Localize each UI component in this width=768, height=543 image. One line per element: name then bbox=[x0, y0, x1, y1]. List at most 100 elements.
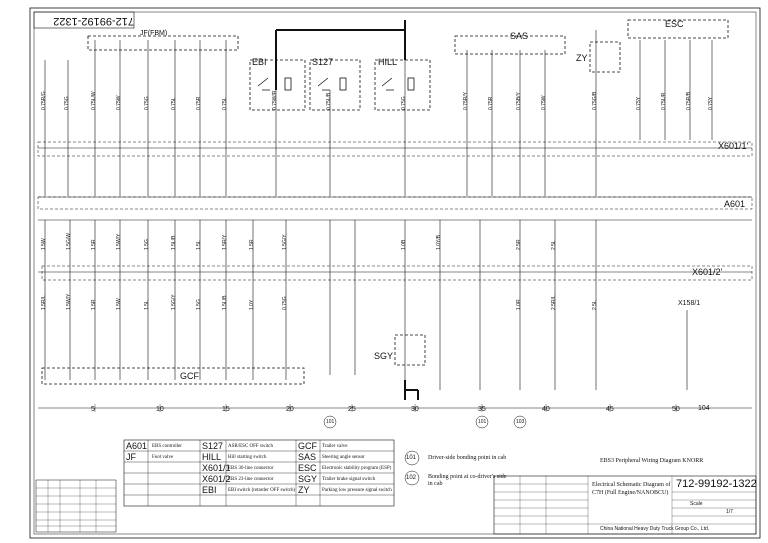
low-wire-label: 1.0R bbox=[516, 299, 522, 310]
ruler-number: 30 bbox=[411, 406, 419, 413]
subtitle: Electrical Schematic Diagram of C7H (Ful… bbox=[592, 482, 671, 496]
zy-label: ZY bbox=[576, 53, 588, 63]
top-wire-label: 0.75W/R bbox=[272, 90, 278, 110]
legend-desc-x601-1: EBS 36-line connector bbox=[228, 466, 274, 471]
ruler-number: 50 bbox=[672, 406, 680, 413]
top-wire-label: 0.75R/Y bbox=[463, 91, 469, 110]
top-wire-label: 0.75L/B bbox=[326, 92, 332, 110]
top-wire-label: 0.75W bbox=[116, 95, 122, 110]
bonding-102-id: 102 bbox=[406, 475, 417, 481]
top-wire-label: 0.75G bbox=[401, 96, 407, 110]
mid-wire-label: 1.5L/B bbox=[171, 235, 177, 250]
low-wire-label: 1.5R bbox=[91, 299, 97, 310]
low-wire-label: 1.5W/Y bbox=[66, 293, 72, 310]
legend-desc-hill: Hill starting switch bbox=[228, 455, 267, 460]
legend-code-s127: S127 bbox=[202, 441, 224, 451]
marker-101-a: 101 bbox=[326, 419, 335, 425]
marker-101-b: 101 bbox=[478, 419, 487, 425]
legend-desc-jf: Foot valve bbox=[152, 455, 174, 460]
title: EBS3 Peripheral Wiring Diagram KNORR bbox=[600, 458, 704, 464]
top-wire-label: 0.75R/G bbox=[41, 91, 47, 110]
low-wire-label: 0.75G bbox=[282, 296, 288, 310]
legend-desc-a601: EBS controller bbox=[152, 444, 182, 449]
x601-2-label: X601/2' bbox=[692, 267, 723, 277]
x601-1-label: X601/1' bbox=[718, 141, 749, 151]
legend-desc-sgy: Trailer brake signal switch bbox=[322, 477, 376, 482]
mid-wire-label: 1.0Y/B bbox=[436, 234, 442, 250]
s127-label: S127 bbox=[312, 57, 334, 67]
low-wire-label: 2.5R/L bbox=[551, 295, 557, 310]
top-wire-label: 0.75W bbox=[541, 95, 547, 110]
mid-wire-label: 2.5R bbox=[516, 239, 522, 250]
marker-104: 104 bbox=[698, 405, 710, 412]
top-wire-label: 0.75L/W bbox=[91, 91, 97, 110]
top-wire-label: 0.75R/B bbox=[686, 91, 692, 110]
top-wire-label: 0.75L bbox=[171, 97, 177, 110]
top-wire-label: 0.75Y bbox=[708, 96, 714, 110]
ruler-number: 10 bbox=[156, 406, 164, 413]
legend-code-gcf: GCF bbox=[298, 441, 317, 451]
mid-wire-label: 1.5G/W bbox=[66, 233, 72, 250]
legend-desc-s127: ASR/ESC OFF switch bbox=[228, 444, 274, 449]
mid-wire-label: 1.5W/Y bbox=[116, 233, 122, 250]
mid-wire-label: 1.5R bbox=[249, 239, 255, 250]
mid-wire-label: 1.5W bbox=[41, 238, 47, 250]
legend-code-hill: HILL bbox=[202, 452, 222, 462]
esc-label: ESC bbox=[665, 19, 684, 29]
top-wire-label: 0.75L/R bbox=[661, 92, 667, 110]
low-wire-label: 1.5R/L bbox=[41, 295, 47, 310]
legend-desc-esc: Electronic stability program (ESP) bbox=[322, 466, 392, 471]
legend-code-jf: JF bbox=[126, 452, 136, 462]
bonding-101-text: Driver-side bonding point in cab bbox=[428, 455, 507, 461]
legend-desc-zy: Parking low pressure signal switch bbox=[322, 488, 392, 493]
legend-code-zy: ZY bbox=[298, 485, 310, 495]
legend-desc-sas: Steering angle sensor bbox=[322, 455, 365, 460]
top-wire-label: 0.75R bbox=[488, 96, 494, 110]
legend-code-x601-2: X601/2 bbox=[202, 474, 231, 484]
x158-label: X158/1 bbox=[678, 300, 701, 307]
bonding-102-text: Bonding point at co-driver's side in cab bbox=[428, 474, 507, 488]
low-wire-label: 1.5G bbox=[196, 299, 202, 310]
legend-desc-x601-2: EBS 23-line connector bbox=[228, 477, 274, 482]
top-wire-label: 0.75L bbox=[222, 97, 228, 110]
sgy-label: SGY bbox=[374, 351, 394, 361]
legend-desc-ebi: EBI switch (retarder OFF switch) bbox=[228, 488, 296, 493]
gcf-label: GCF bbox=[180, 371, 199, 381]
low-wire-label: 1.0Y bbox=[249, 299, 255, 310]
scale-label: Scale bbox=[690, 501, 703, 507]
mid-wire-label: 1.5G/Y bbox=[282, 234, 288, 250]
ebi-label: EBI bbox=[252, 57, 267, 67]
hill-label: HILL bbox=[378, 57, 398, 67]
legend-code-sgy: SGY bbox=[298, 474, 318, 484]
low-wire-label: 1.5L bbox=[144, 300, 150, 310]
company-name: China National Heavy Duty Truck Group Co… bbox=[600, 526, 710, 532]
ruler-number: 15 bbox=[222, 406, 230, 413]
top-drawing-number: 712-99192-1322 bbox=[53, 15, 134, 27]
top-wire-label: 0.75G bbox=[144, 96, 150, 110]
ruler-number: 20 bbox=[286, 406, 294, 413]
top-wire-label: 0.75Y bbox=[636, 96, 642, 110]
legend-code-ebi: EBI bbox=[202, 485, 217, 495]
legend-code-x601-1: X601/1 bbox=[202, 463, 231, 473]
legend-code-esc: ESC bbox=[298, 463, 317, 473]
mid-wire-label: 1.0B bbox=[401, 239, 407, 250]
ruler-number: 45 bbox=[606, 406, 614, 413]
ruler-number: 5 bbox=[91, 406, 95, 413]
mid-wire-label: 1.5R/Y bbox=[222, 234, 228, 250]
low-wire-label: 1.5W bbox=[116, 298, 122, 310]
ruler-number: 25 bbox=[348, 406, 356, 413]
top-wire-label: 0.75G bbox=[64, 96, 70, 110]
legend-desc-gcf: Trailer valve bbox=[322, 444, 348, 449]
mid-wire-label: 1.5L bbox=[196, 240, 202, 250]
top-wire-label: 0.75B/Y bbox=[516, 92, 522, 110]
bonding-101-id: 101 bbox=[406, 455, 417, 461]
ruler-number: 35 bbox=[478, 406, 486, 413]
sheet-number: 1/7 bbox=[726, 509, 733, 515]
legend-code-a601: A601 bbox=[126, 441, 148, 451]
top-wire-label: 0.75R bbox=[196, 96, 202, 110]
mid-wire-label: 1.5G bbox=[144, 239, 150, 250]
legend-code-sas: SAS bbox=[298, 452, 317, 462]
top-wire-label: 0.75G/B bbox=[592, 91, 598, 110]
low-wire-label: 1.5L/B bbox=[222, 295, 228, 310]
